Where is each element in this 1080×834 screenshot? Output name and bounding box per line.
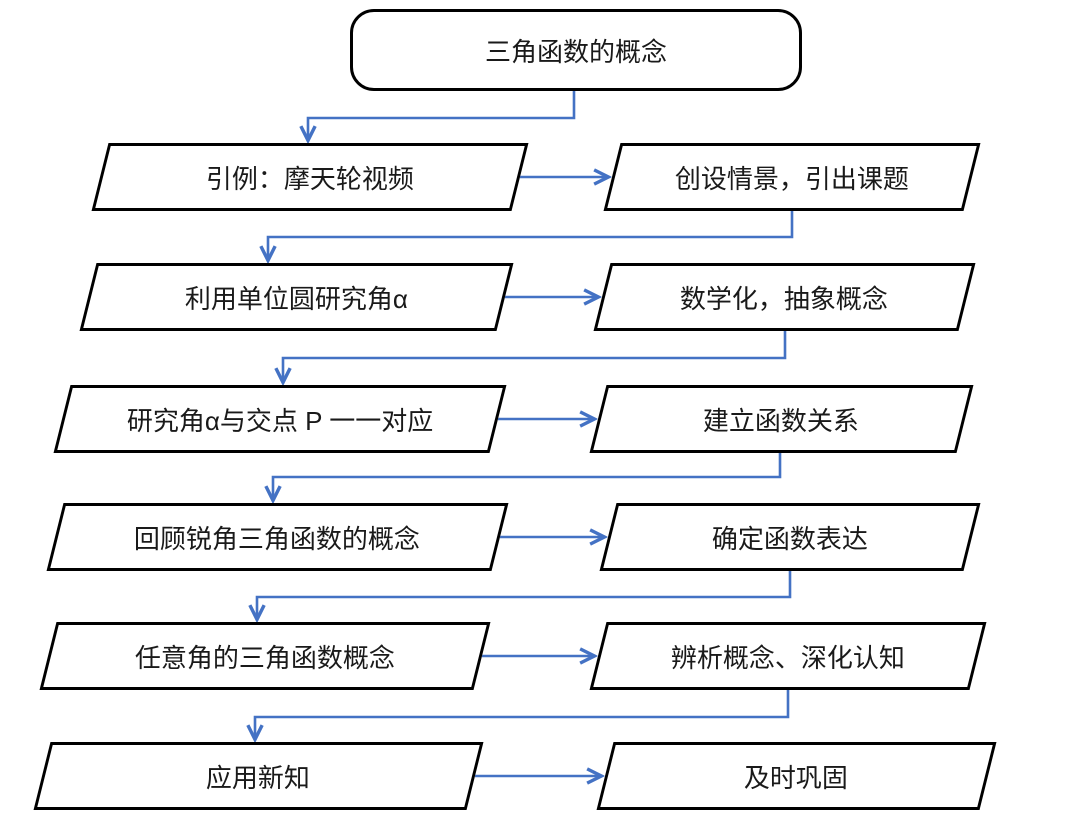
node-mathematize: 数学化，抽象概念 bbox=[593, 263, 976, 331]
node-review-acute-trig: 回顾锐角三角函数的概念 bbox=[46, 503, 509, 571]
node-intro-example: 引例：摩天轮视频 bbox=[91, 143, 529, 211]
node-clarify-concepts: 辨析概念、深化认知 bbox=[589, 622, 987, 690]
connector-mathematize-to-correspondence bbox=[283, 331, 787, 381]
node-point-correspondence: 研究角α与交点 P 一一对应 bbox=[53, 385, 507, 453]
node-label: 利用单位圆研究角α bbox=[184, 283, 409, 314]
node-create-context: 创设情景，引出课题 bbox=[603, 143, 981, 211]
node-label: 应用新知 bbox=[206, 762, 311, 793]
node-label: 任意角的三角函数概念 bbox=[134, 642, 395, 673]
connector-clarify-to-apply bbox=[255, 690, 790, 738]
node-label: 及时巩固 bbox=[744, 762, 849, 793]
node-label: 创设情景，引出课题 bbox=[674, 163, 909, 194]
connector-title-to-intro bbox=[308, 91, 576, 139]
node-general-trig-concept: 任意角的三角函数概念 bbox=[39, 622, 491, 690]
node-label: 确定函数表达 bbox=[711, 523, 868, 554]
node-label: 引例：摩天轮视频 bbox=[205, 163, 414, 194]
node-unit-circle: 利用单位圆研究角α bbox=[79, 263, 514, 331]
node-label: 三角函数的概念 bbox=[484, 36, 667, 67]
node-title: 三角函数的概念 bbox=[350, 9, 802, 91]
node-apply-knowledge: 应用新知 bbox=[33, 742, 484, 810]
node-timely-consolidate: 及时巩固 bbox=[596, 742, 997, 810]
node-label: 数学化，抽象概念 bbox=[680, 283, 889, 314]
node-label: 研究角α与交点 P 一一对应 bbox=[126, 405, 434, 436]
node-determine-expression: 确定函数表达 bbox=[599, 503, 981, 571]
node-label: 辨析概念、深化认知 bbox=[670, 642, 905, 673]
connector-relation-to-review bbox=[273, 453, 782, 499]
node-label: 回顾锐角三角函数的概念 bbox=[134, 523, 421, 554]
connector-expression-to-concept bbox=[257, 571, 792, 618]
node-label: 建立函数关系 bbox=[703, 405, 860, 436]
connector-context-to-unitcircle bbox=[268, 211, 794, 259]
node-build-function-relation: 建立函数关系 bbox=[589, 385, 974, 453]
